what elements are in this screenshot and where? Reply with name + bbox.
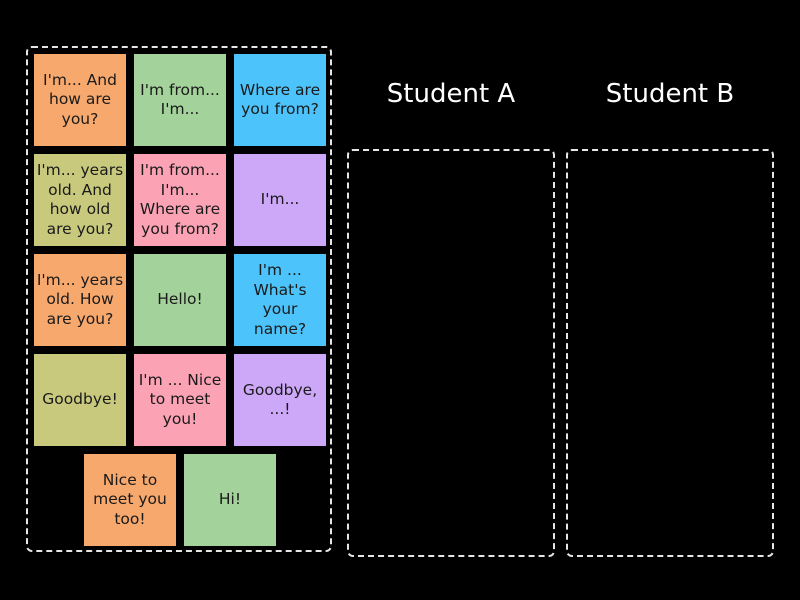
drop-zone-student-a[interactable]: [347, 149, 555, 557]
card-12[interactable]: Goodbye, ...!: [234, 354, 326, 446]
card-11[interactable]: I'm ... Nice to meet you!: [134, 354, 226, 446]
card-4[interactable]: I'm... years old. And how old are you?: [34, 154, 126, 246]
card-10[interactable]: Goodbye!: [34, 354, 126, 446]
card-7[interactable]: I'm... years old. How are you?: [34, 254, 126, 346]
drop-zone-student-b[interactable]: [566, 149, 774, 557]
card-5[interactable]: I'm from... I'm... Where are you from?: [134, 154, 226, 246]
card-2[interactable]: I'm from... I'm...: [134, 54, 226, 146]
card-8[interactable]: Hello!: [134, 254, 226, 346]
card-13[interactable]: Nice to meet you too!: [84, 454, 176, 546]
column-title-student-b: Student B: [605, 79, 735, 109]
card-3[interactable]: Where are you from?: [234, 54, 326, 146]
card-6[interactable]: I'm...: [234, 154, 326, 246]
card-14[interactable]: Hi!: [184, 454, 276, 546]
card-pool: [26, 46, 332, 552]
card-9[interactable]: I'm ... What's your name?: [234, 254, 326, 346]
column-title-student-a: Student A: [386, 79, 516, 109]
card-1[interactable]: I'm... And how are you?: [34, 54, 126, 146]
